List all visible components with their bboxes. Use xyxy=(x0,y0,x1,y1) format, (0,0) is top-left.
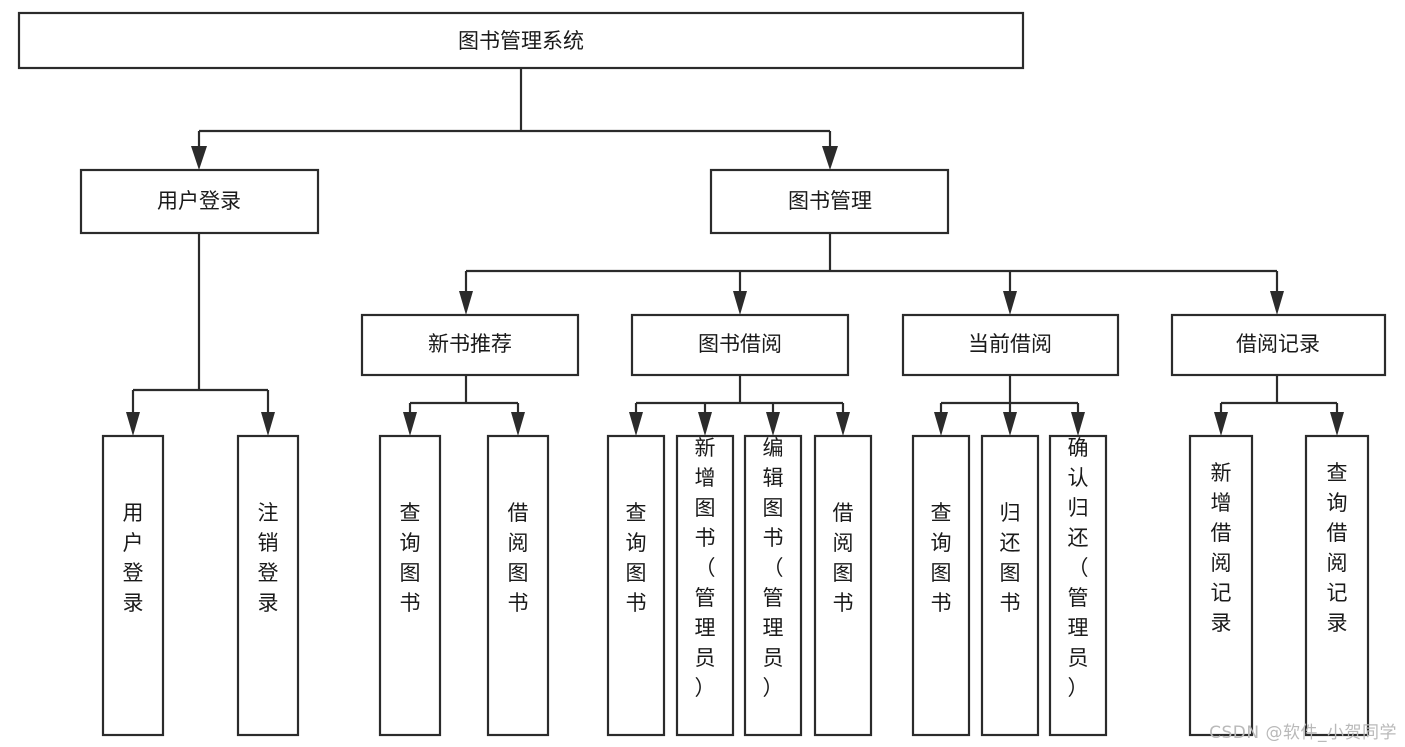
leaf-logout-box xyxy=(236,434,300,737)
leaf-current-confirm-return-label: 确认归还（管理员） xyxy=(1068,436,1089,700)
node-borrow-record-label: 借阅记录 xyxy=(1236,332,1320,356)
leaf-user-login-label: 用户登录 xyxy=(123,501,144,615)
node-root-label: 图书管理系统 xyxy=(458,29,584,53)
leaf-node-current-return-book[interactable]: 归还图书 xyxy=(980,434,1040,737)
arrowhead-borrow-leaf-2 xyxy=(698,412,712,436)
arrowhead-borrow-leaf-3 xyxy=(766,412,780,436)
arrowhead-borrow-leaf-4 xyxy=(836,412,850,436)
leaf-borrow-edit-book-label: 编辑图书（管理员） xyxy=(763,436,784,700)
leaf-node-borrow-edit-book[interactable]: 编辑图书（管理员） xyxy=(743,434,803,737)
arrowhead-user-login xyxy=(191,146,207,170)
leaf-recommend-borrow-book-box xyxy=(486,434,550,737)
node-current-borrow-label: 当前借阅 xyxy=(968,332,1052,356)
node-user-login-box xyxy=(79,168,320,235)
node-user-login-label: 用户登录 xyxy=(157,189,241,213)
node-new-book-recommend[interactable]: 新书推荐 xyxy=(360,313,580,377)
node-book-management-box xyxy=(709,168,950,235)
node-user-login[interactable]: 用户登录 xyxy=(79,168,320,235)
leaf-recommend-query-book-box xyxy=(378,434,442,737)
leaf-node-borrow-query-book[interactable]: 查询图书 xyxy=(606,434,666,737)
node-root-book-management-system[interactable]: 图书管理系统 xyxy=(17,11,1025,70)
leaf-node-logout[interactable]: 注销登录 xyxy=(236,434,300,737)
leaf-node-current-query-book[interactable]: 查询图书 xyxy=(911,434,971,737)
leaf-current-return-book-label: 归还图书 xyxy=(1000,501,1021,615)
leaf-borrow-query-book-label: 查询图书 xyxy=(626,501,647,615)
arrowhead-book-borrow xyxy=(733,291,747,315)
leaf-user-login-box xyxy=(101,434,165,737)
leaf-borrow-query-book-box xyxy=(606,434,666,737)
node-book-borrow-box xyxy=(630,313,850,377)
leaf-node-recommend-query-book[interactable]: 查询图书 xyxy=(378,434,442,737)
arrowhead-current-leaf-2 xyxy=(1003,412,1017,436)
leaf-record-query-label: 查询借阅记录 xyxy=(1327,461,1348,635)
node-current-borrow[interactable]: 当前借阅 xyxy=(901,313,1120,377)
arrowhead-new-book-recommend xyxy=(459,291,473,315)
leaf-current-query-book-box xyxy=(911,434,971,737)
arrowhead-record-leaf-1 xyxy=(1214,412,1228,436)
arrowhead-book-mgmt xyxy=(822,146,838,170)
node-borrow-record[interactable]: 借阅记录 xyxy=(1170,313,1387,377)
leaf-borrow-add-book-box xyxy=(675,434,735,737)
leaf-node-current-confirm-return[interactable]: 确认归还（管理员） xyxy=(1048,434,1108,737)
node-book-borrow-label: 图书借阅 xyxy=(698,332,782,356)
node-book-borrow[interactable]: 图书借阅 xyxy=(630,313,850,377)
leaf-record-add-label: 新增借阅记录 xyxy=(1211,461,1232,635)
leaf-recommend-query-book-label: 查询图书 xyxy=(400,501,421,615)
leaf-logout-label: 注销登录 xyxy=(258,501,279,615)
node-book-management-label: 图书管理 xyxy=(788,189,872,213)
leaf-current-return-book-box xyxy=(980,434,1040,737)
leaf-record-query-box xyxy=(1304,434,1370,737)
leaf-node-recommend-borrow-book[interactable]: 借阅图书 xyxy=(486,434,550,737)
arrowhead-borrow-record xyxy=(1270,291,1284,315)
leaf-recommend-borrow-book-label: 借阅图书 xyxy=(508,501,529,615)
arrowhead-leaf-logout xyxy=(261,412,275,436)
leaf-node-record-query[interactable]: 查询借阅记录 xyxy=(1304,434,1370,737)
node-current-borrow-box xyxy=(901,313,1120,377)
leaf-borrow-borrow-book-label: 借阅图书 xyxy=(833,501,854,615)
arrowhead-record-leaf-2 xyxy=(1330,412,1344,436)
arrowhead-current-leaf-1 xyxy=(934,412,948,436)
arrowhead-leaf-user-login xyxy=(126,412,140,436)
arrowhead-current-leaf-3 xyxy=(1071,412,1085,436)
leaf-borrow-borrow-book-box xyxy=(813,434,873,737)
leaf-record-add-box xyxy=(1188,434,1254,737)
arrowhead-recommend-leaf-2 xyxy=(511,412,525,436)
leaf-node-borrow-add-book[interactable]: 新增图书（管理员） xyxy=(675,434,735,737)
leaf-current-confirm-return-box xyxy=(1048,434,1108,737)
leaf-current-query-book-label: 查询图书 xyxy=(931,501,952,615)
arrowhead-current-borrow xyxy=(1003,291,1017,315)
node-new-book-recommend-box xyxy=(360,313,580,377)
arrowhead-borrow-leaf-1 xyxy=(629,412,643,436)
node-borrow-record-box xyxy=(1170,313,1387,377)
leaf-borrow-edit-book-box xyxy=(743,434,803,737)
leaf-node-user-login[interactable]: 用户登录 xyxy=(101,434,165,737)
leaf-node-borrow-borrow-book[interactable]: 借阅图书 xyxy=(813,434,873,737)
node-book-management[interactable]: 图书管理 xyxy=(709,168,950,235)
leaf-borrow-add-book-label: 新增图书（管理员） xyxy=(695,436,716,700)
node-root-box xyxy=(17,11,1025,70)
node-new-book-recommend-label: 新书推荐 xyxy=(428,332,512,356)
arrowhead-recommend-leaf-1 xyxy=(403,412,417,436)
connectors-layer xyxy=(126,68,1344,436)
leaf-node-record-add[interactable]: 新增借阅记录 xyxy=(1188,434,1254,737)
